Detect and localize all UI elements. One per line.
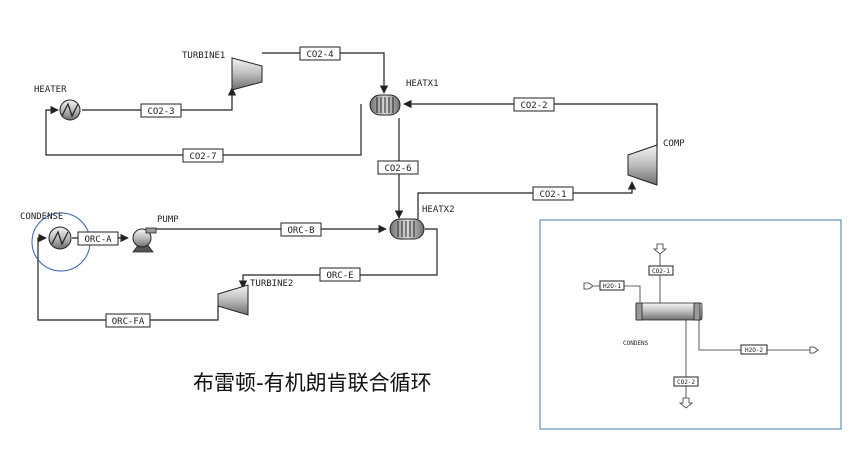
diagram-caption: 布雷顿-有机朗肯联合循环 [193,371,432,395]
stream-tag-co2-1[interactable]: CO2-1 [532,186,574,201]
svg-text:CO2-4: CO2-4 [306,50,333,60]
stream-line-orc-e[interactable] [238,228,438,289]
svg-text:CO2-2: CO2-2 [677,379,695,386]
stream-line-co2-1[interactable] [417,181,637,219]
stream-tag-co2-2[interactable]: CO2-2 [513,97,555,112]
inset-product-arrow-co2-2 [678,397,694,409]
stream-tag-co2-7[interactable]: CO2-7 [182,148,224,163]
turbine1-label: TURBINE1 [182,51,225,61]
stream-tag-orc-a[interactable]: ORC-A [77,231,119,246]
turbine1-icon[interactable] [231,57,263,91]
inset-arrow-co2-1 [652,243,668,255]
svg-text:ORC-A: ORC-A [84,235,112,245]
compressor-icon[interactable] [627,144,658,186]
stream-tag-co2-4[interactable]: CO2-4 [299,46,341,61]
stream-line-orc-fa[interactable] [37,233,219,321]
stream-tag-orc-b[interactable]: ORC-B [280,222,322,237]
inset-stream-tag-h2o-1[interactable]: H2O-1 [599,280,625,291]
svg-text:CO2-3: CO2-3 [147,107,174,117]
pump-label: PUMP [157,215,179,225]
inset-product-arrow-h2o-2 [809,346,819,354]
heatx1-label: HEATX1 [406,79,439,89]
stream-tag-orc-fa[interactable]: ORC-FA [105,313,151,328]
inset-stream-tag-co2-2[interactable]: CO2-2 [673,376,699,387]
inset-stream-tag-co2-1[interactable]: CO2-1 [648,265,674,276]
stream-tag-co2-3[interactable]: CO2-3 [140,103,182,118]
heater-icon[interactable] [59,99,81,121]
svg-text:ORC-B: ORC-B [287,226,314,236]
comp-label: COMP [663,139,685,149]
stream-line-co2-2[interactable] [403,99,658,148]
inset-stream-tag-h2o-2[interactable]: H2O-2 [740,344,768,355]
inset-feed-arrow-h2o-1 [583,282,594,290]
svg-text:CO2-2: CO2-2 [520,101,547,111]
stream-line-co2-7[interactable] [45,104,362,156]
turbine2-icon[interactable] [217,284,249,316]
stream-tag-orc-e[interactable]: ORC-E [319,267,361,282]
svg-text:ORC-E: ORC-E [326,271,353,281]
inset-condenser-icon[interactable] [635,302,703,321]
svg-text:H2O-2: H2O-2 [745,347,763,354]
svg-text:CO2-6: CO2-6 [384,164,411,174]
stream-line-co2-3[interactable] [82,87,237,111]
svg-text:CO2-1: CO2-1 [539,190,566,200]
svg-text:CO2-7: CO2-7 [189,152,216,162]
turbine2-label: TURBINE2 [250,279,293,289]
inset-block-label: CONDENS [623,340,649,347]
inset-panel [539,219,842,430]
svg-text:H2O-1: H2O-1 [603,283,621,290]
svg-text:ORC-FA: ORC-FA [112,317,145,327]
pump-icon[interactable] [132,227,157,253]
condense-label: CONDENSE [20,212,63,222]
heatx2-label: HEATX2 [422,205,455,215]
stream-tag-co2-6[interactable]: CO2-6 [377,160,419,175]
inset-line-h2o-2[interactable] [698,312,814,351]
svg-text:CO2-1: CO2-1 [652,268,670,275]
heater-label: HEATER [34,85,67,95]
condenser-icon[interactable] [48,226,72,250]
heatx2-icon[interactable] [389,218,425,240]
heatx1-icon[interactable] [369,94,401,116]
